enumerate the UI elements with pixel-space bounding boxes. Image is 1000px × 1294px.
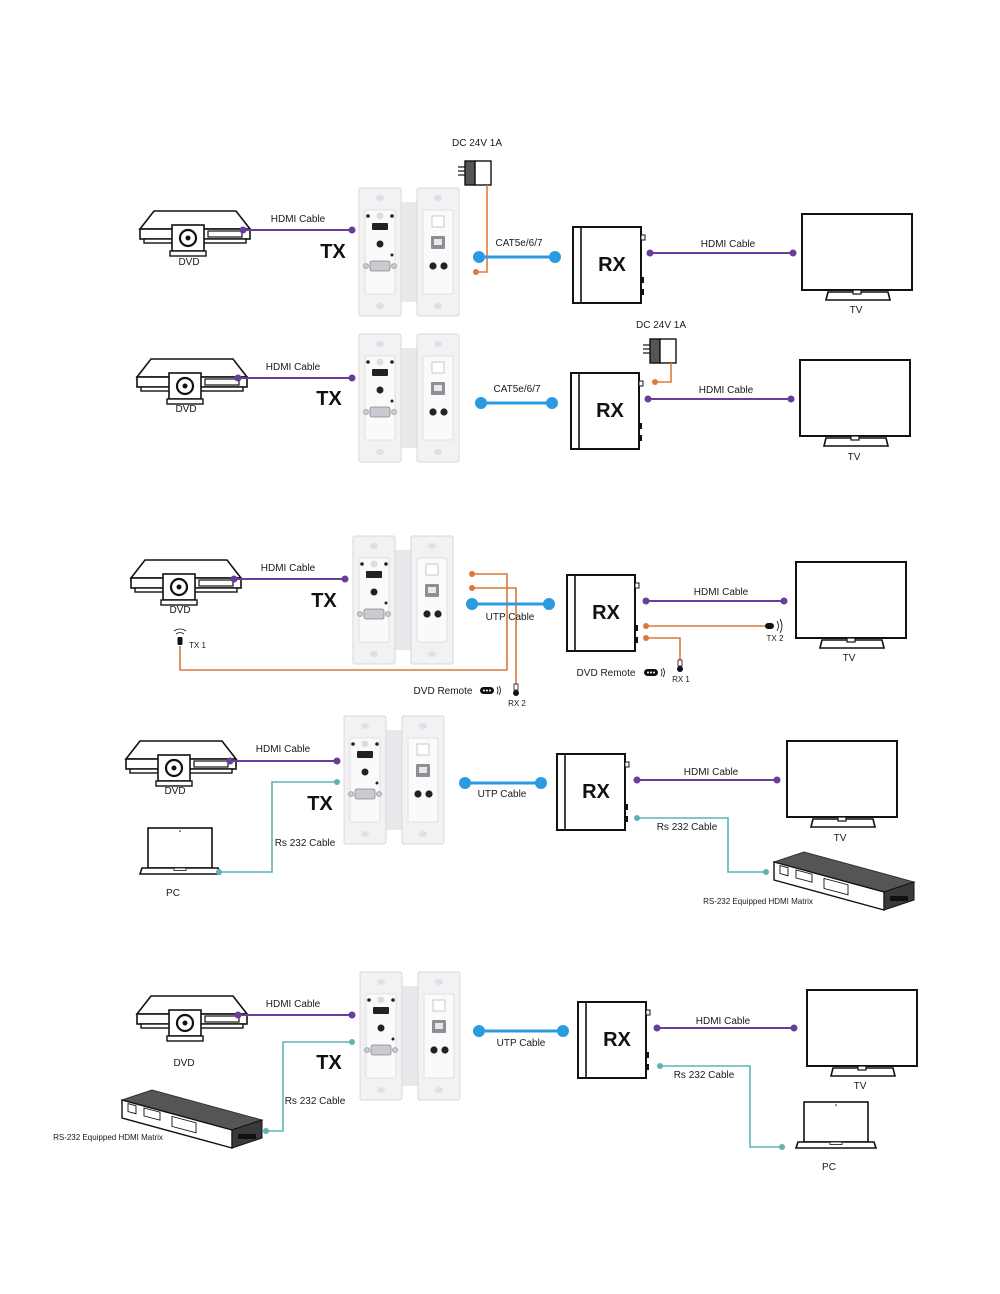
tx-wallplate-icon <box>343 715 445 845</box>
dvd-label: DVD <box>164 786 185 797</box>
scenario-1: DVD HDMI Cable TX DC 24V 1A CAT5e/6/7 RX… <box>138 138 913 317</box>
ir-cable-rx2 <box>472 587 517 686</box>
utp-cable-label: UTP Cable <box>486 612 535 623</box>
rs232-cable <box>637 817 766 873</box>
ir-cable-rx1 <box>646 637 681 662</box>
hdmi-cable-label: HDMI Cable <box>696 1016 751 1027</box>
dc-power-label: DC 24V 1A <box>636 320 686 331</box>
laptop-pc-icon <box>139 827 221 875</box>
tv-icon <box>799 359 911 447</box>
dvd-player-icon <box>129 558 243 607</box>
tv-icon <box>801 213 913 301</box>
tx-wallplate-icon <box>359 971 461 1101</box>
dvd-label: DVD <box>178 257 199 268</box>
hdmi-cable-label: HDMI Cable <box>266 362 321 373</box>
dvd-player-icon <box>138 209 252 258</box>
dvd-label: DVD <box>173 1058 194 1069</box>
scenario-2: DVD HDMI Cable TX CAT5e/6/7 RX DC 24V 1A… <box>135 320 911 463</box>
dvd-label: DVD <box>169 605 190 616</box>
utp-cable-label: UTP Cable <box>478 789 527 800</box>
ir-emitter-icon <box>765 623 774 629</box>
pc-label: PC <box>166 888 180 899</box>
dvd-player-icon <box>135 994 249 1043</box>
rx-label: RX <box>598 254 626 276</box>
tv-icon <box>786 740 898 828</box>
hdmi-cable-label: HDMI Cable <box>261 563 316 574</box>
tx-label: TX <box>311 590 337 612</box>
tv-icon <box>795 561 907 649</box>
dvd-remote-label: DVD Remote <box>577 668 636 679</box>
rs232-cable <box>266 1041 352 1132</box>
rx1-label: RX 1 <box>672 675 690 684</box>
dvd-label: DVD <box>175 404 196 415</box>
rs232-cable <box>660 1065 782 1148</box>
scenario-3: DVD HDMI Cable TX TX 1 RX 2 DVD Remote U… <box>129 535 907 708</box>
tx-wallplate-icon <box>358 187 460 317</box>
hdmi-matrix-label: RS-232 Equipped HDMI Matrix <box>53 1133 163 1142</box>
tx-wallplate-icon <box>358 333 460 463</box>
tx-label: TX <box>316 388 342 410</box>
tv-label: TV <box>854 1081 867 1092</box>
rx2-label: RX 2 <box>508 699 526 708</box>
ir-receiver-icon <box>676 659 684 673</box>
tx2-label: TX 2 <box>767 634 784 643</box>
hdmi-cable-label: HDMI Cable <box>684 767 739 778</box>
dvd-player-icon <box>124 739 238 788</box>
ir-emitter-icon <box>177 637 183 645</box>
rx-label: RX <box>596 400 624 422</box>
hdmi-matrix-label: RS-232 Equipped HDMI Matrix <box>703 897 813 906</box>
rx-label: RX <box>582 781 610 803</box>
tx-wallplate-icon <box>352 535 454 665</box>
scenario-5: DVD HDMI Cable TX RS-232 Equipped HDMI M… <box>53 971 918 1173</box>
tv-label: TV <box>834 833 847 844</box>
dvd-player-icon <box>135 357 249 406</box>
scenario-4: DVD HDMI Cable TX PC Rs 232 Cable UTP Ca… <box>124 715 915 911</box>
rs232-cable-label: Rs 232 Cable <box>674 1070 735 1081</box>
rs232-cable-label: Rs 232 Cable <box>285 1096 346 1107</box>
cat5-cable-label: CAT5e/6/7 <box>493 384 540 395</box>
tv-icon <box>806 989 918 1077</box>
power-cable <box>476 185 488 273</box>
ir-signal-icon <box>776 618 783 634</box>
laptop-pc-icon <box>795 1101 877 1149</box>
remote-control-icon <box>479 685 501 696</box>
power-cable <box>655 363 672 383</box>
rx-label: RX <box>603 1029 631 1051</box>
pc-label: PC <box>822 1162 836 1173</box>
hdmi-cable-label: HDMI Cable <box>699 385 754 396</box>
rs232-cable-label: Rs 232 Cable <box>275 838 336 849</box>
power-adapter-icon <box>457 160 492 186</box>
tv-label: TV <box>848 452 861 463</box>
utp-cable-label: UTP Cable <box>497 1038 546 1049</box>
hdmi-cable-label: HDMI Cable <box>256 744 311 755</box>
rx-label: RX <box>592 602 620 624</box>
tv-label: TV <box>843 653 856 664</box>
tx1-label: TX 1 <box>189 641 206 650</box>
dc-power-label: DC 24V 1A <box>452 138 502 149</box>
rs232-cable <box>219 781 337 873</box>
rs232-cable-label: Rs 232 Cable <box>657 822 718 833</box>
tx-label: TX <box>307 793 333 815</box>
cat5-cable-label: CAT5e/6/7 <box>495 238 542 249</box>
hdmi-cable-label: HDMI Cable <box>694 587 749 598</box>
tv-label: TV <box>850 305 863 316</box>
remote-control-icon <box>643 667 665 678</box>
dvd-remote-label: DVD Remote <box>414 686 473 697</box>
hdmi-cable-label: HDMI Cable <box>701 239 756 250</box>
hdmi-cable-label: HDMI Cable <box>271 214 326 225</box>
ir-receiver-icon <box>512 683 520 697</box>
ir-signal-icon <box>173 628 187 635</box>
tx-label: TX <box>320 241 346 263</box>
hdmi-cable-label: HDMI Cable <box>266 999 321 1010</box>
power-adapter-icon <box>642 338 677 364</box>
tx-label: TX <box>316 1052 342 1074</box>
ir-cable-tx1 <box>179 573 508 671</box>
